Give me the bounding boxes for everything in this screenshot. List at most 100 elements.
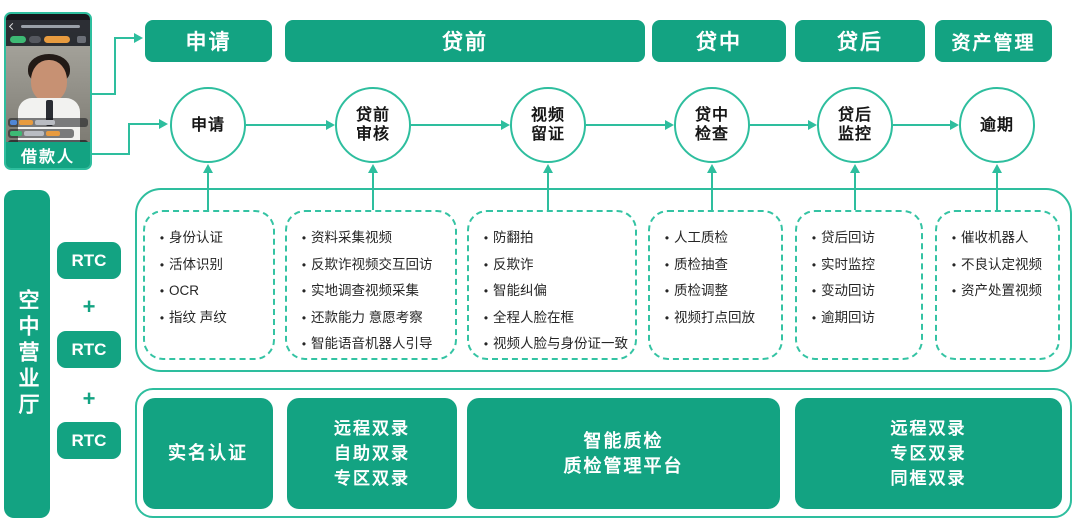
live-badge [10, 35, 26, 43]
circle-label: 贷后 [837, 107, 872, 124]
bullet-icon: • [483, 257, 489, 272]
back-chevron-icon [8, 22, 17, 30]
detail-list: •防翻拍 •反欺诈 •智能纠偏 •全程人脸在框 •视频人脸与身份证一致 [469, 212, 635, 358]
detail-text: 全程人脸在框 [493, 309, 574, 325]
capability-band-container [135, 388, 1072, 518]
detail-text: 贷后回访 [821, 230, 875, 245]
detail-text: 反欺诈视频交互回访 [311, 256, 433, 272]
detail-band-container [135, 188, 1072, 372]
detail-item: •活体识别 [155, 252, 269, 279]
circle-label: 监控 [837, 126, 872, 143]
connector-line [246, 124, 326, 126]
stage-box-asset-mgmt: 资产管理 [935, 20, 1052, 62]
plus-sign: + [82, 386, 96, 411]
detail-text: 实地调查视频采集 [311, 283, 419, 298]
capability-line: 智能质检 [583, 430, 664, 451]
bullet-icon: • [664, 231, 670, 245]
connector-line [372, 173, 374, 210]
connector-line [893, 124, 950, 126]
air-hall-label: 空中营业厅 [16, 289, 39, 419]
bullet-icon: • [483, 231, 489, 245]
detail-item: • 防翻拍 [479, 225, 631, 252]
arrow-up-icon [992, 164, 1002, 173]
detail-text: 不良认定视频 [961, 256, 1042, 272]
connector-line [411, 124, 501, 126]
detail-item: •变动回访 [807, 278, 917, 305]
connector-line [128, 123, 130, 155]
rtc-badge-3: RTC [57, 422, 121, 459]
capability-box-dual-record-1: 远程双录 自助双录 专区双录 [287, 398, 457, 509]
detail-list: •人工质检 •质检抽查 •质检调整 •视频打点回放 [650, 212, 781, 331]
chat-text-chip [19, 120, 33, 125]
detail-text: 人工质检 [674, 230, 728, 245]
chat-text-chip [24, 131, 44, 136]
phone-title-placeholder [21, 24, 80, 28]
connector-line [996, 173, 998, 210]
counter-badge [44, 35, 70, 43]
flow-circle-overdue: 逾期 [959, 87, 1035, 163]
detail-item: • 资料采集视频 [297, 225, 451, 252]
capability-line: 专区双录 [334, 469, 410, 488]
detail-text: 视频打点回放 [674, 309, 755, 325]
arrow-right-icon [950, 120, 959, 130]
detail-box-video-evidence: •防翻拍 •反欺诈 •智能纠偏 •全程人脸在框 •视频人脸与身份证一致 [467, 210, 637, 360]
connector-line [90, 93, 116, 95]
detail-item: •OCR [155, 278, 269, 305]
capability-line: 远程双录 [334, 419, 410, 438]
circle-label: 审核 [355, 126, 390, 143]
flow-circle-preloan-review: 贷前审核 [335, 87, 411, 163]
capability-box-realname: 实名认证 [143, 398, 273, 509]
detail-item: •实时监控 [807, 252, 917, 279]
detail-box-postloan-monitor: • 贷后回访 •实时监控 •变动回访 • 逾期回访 [795, 210, 923, 360]
detail-box-overdue: •催收机器人 •不良认定视频 •资产处置视频 [935, 210, 1060, 360]
bullet-icon: • [301, 310, 307, 325]
detail-item: • 贷后回访 [807, 225, 917, 252]
detail-text: 资料采集视频 [311, 230, 392, 245]
detail-text: 智能语音机器人引导 [311, 336, 433, 351]
arrow-right-icon [326, 120, 335, 130]
stage-box-midloan: 贷中 [652, 20, 786, 62]
borrower-face [31, 60, 67, 102]
circle-label: 逾期 [979, 116, 1014, 134]
bullet-icon: • [301, 231, 307, 245]
stage-box-preloan: 贷前 [285, 20, 645, 62]
capability-line: 远程双录 [890, 419, 967, 438]
detail-text: 变动回访 [821, 283, 875, 298]
detail-text: 实时监控 [821, 256, 875, 272]
rtc-label: RTC [71, 250, 107, 270]
arrow-right-icon [501, 120, 510, 130]
detail-item: •全程人脸在框 [479, 305, 631, 332]
rtc-badge-2: RTC [57, 331, 121, 368]
connector-line [114, 37, 116, 95]
borrower-phone: 借款人 [4, 12, 92, 170]
capability-box-dual-record-2: 远程双录 专区双录 同框双录 [795, 398, 1062, 509]
stage-label: 申请 [185, 31, 232, 54]
stage-label: 贷前 [442, 31, 488, 54]
detail-list: • 贷后回访 •实时监控 •变动回访 • 逾期回访 [797, 212, 921, 331]
circle-label: 留证 [530, 126, 565, 143]
circle-label: 申请 [190, 116, 225, 134]
flow-circle-apply: 申请 [170, 87, 246, 163]
bullet-icon: • [301, 257, 307, 272]
detail-text: 视频人脸与身份证一致 [493, 336, 628, 351]
bullet-icon: • [301, 284, 307, 298]
detail-text: 逾期回访 [821, 309, 875, 325]
detail-item: •不良认定视频 [947, 252, 1054, 279]
chat-message-row [8, 118, 88, 127]
bullet-icon: • [811, 231, 817, 245]
capability-line: 同框双录 [890, 469, 967, 488]
detail-item: •催收机器人 [947, 225, 1054, 252]
detail-text: 防翻拍 [493, 230, 534, 245]
detail-text: 指纹 声纹 [169, 309, 227, 325]
detail-box-midloan-check: •人工质检 •质检抽查 •质检调整 •视频打点回放 [648, 210, 783, 360]
circle-label: 视频 [530, 107, 565, 124]
capability-line: 质检管理平台 [563, 455, 684, 476]
detail-item: •指纹 声纹 [155, 305, 269, 332]
flow-circle-midloan-check: 贷中检查 [674, 87, 750, 163]
connector-line [586, 124, 665, 126]
detail-text: 身份认证 [169, 230, 223, 245]
detail-text: OCR [169, 283, 199, 298]
borrower-video-frame [6, 46, 90, 155]
detail-item: • 人工质检 [660, 225, 777, 252]
